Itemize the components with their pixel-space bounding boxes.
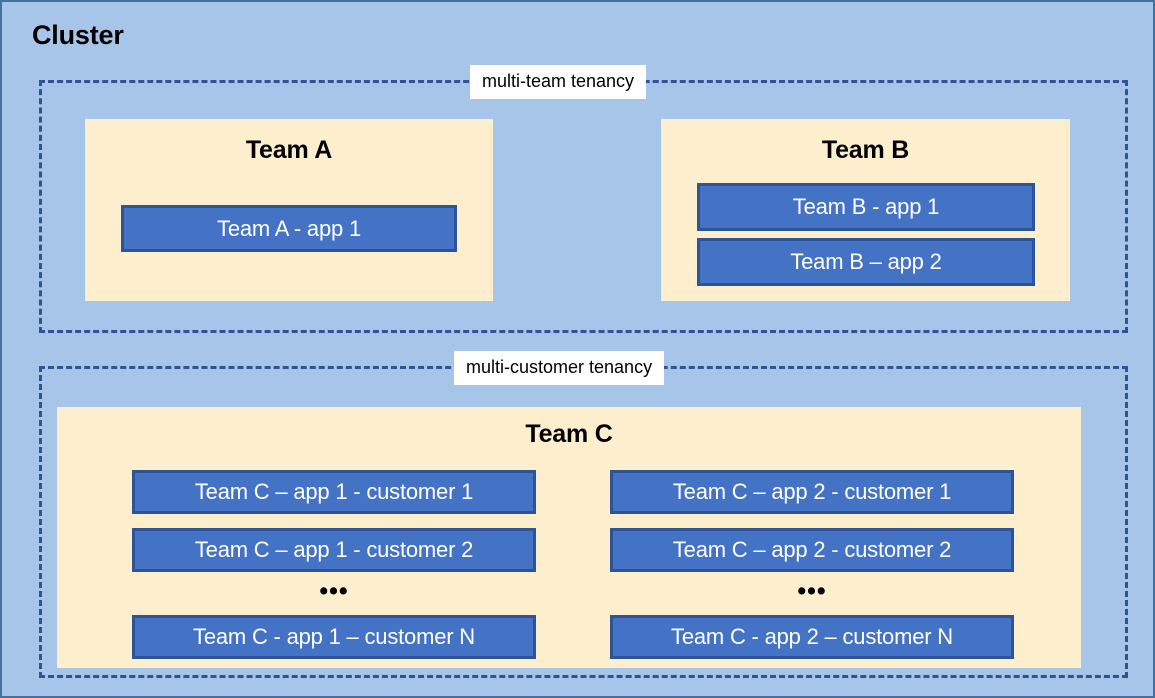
ellipsis-team-c-app-1: ••• — [319, 577, 349, 605]
team-panel-team-a: Team A Team A - app 1 — [85, 119, 493, 301]
app-box-team-c-app-1-customer-n[interactable]: Team C - app 1 – customer N — [132, 615, 536, 659]
app-box-team-b-app-1[interactable]: Team B - app 1 — [697, 183, 1035, 231]
app-box-team-c-app-1-customer-2[interactable]: Team C – app 1 - customer 2 — [132, 528, 536, 572]
tenancy-label-multi-customer: multi-customer tenancy — [454, 351, 665, 385]
app-box-team-c-app-1-customer-1[interactable]: Team C – app 1 - customer 1 — [132, 470, 536, 514]
app-box-team-c-app-2-customer-2[interactable]: Team C – app 2 - customer 2 — [610, 528, 1014, 572]
cluster-title: Cluster — [32, 20, 124, 50]
app-box-team-a-app-1[interactable]: Team A - app 1 — [121, 205, 457, 252]
app-box-team-c-app-2-customer-1[interactable]: Team C – app 2 - customer 1 — [610, 470, 1014, 514]
team-heading-team-b: Team B — [821, 136, 910, 164]
team-heading-team-c: Team C — [525, 420, 613, 448]
app-box-team-c-app-2-customer-n[interactable]: Team C - app 2 – customer N — [610, 615, 1014, 659]
tenancy-label-multi-team: multi-team tenancy — [470, 65, 647, 99]
app-box-team-b-app-2[interactable]: Team B – app 2 — [697, 238, 1035, 286]
ellipsis-team-c-app-2: ••• — [797, 577, 827, 605]
team-panel-team-c: Team C Team C – app 1 - customer 1 Team … — [57, 407, 1081, 668]
team-heading-team-a: Team A — [245, 136, 333, 164]
team-panel-team-b: Team B Team B - app 1 Team B – app 2 — [661, 119, 1070, 301]
